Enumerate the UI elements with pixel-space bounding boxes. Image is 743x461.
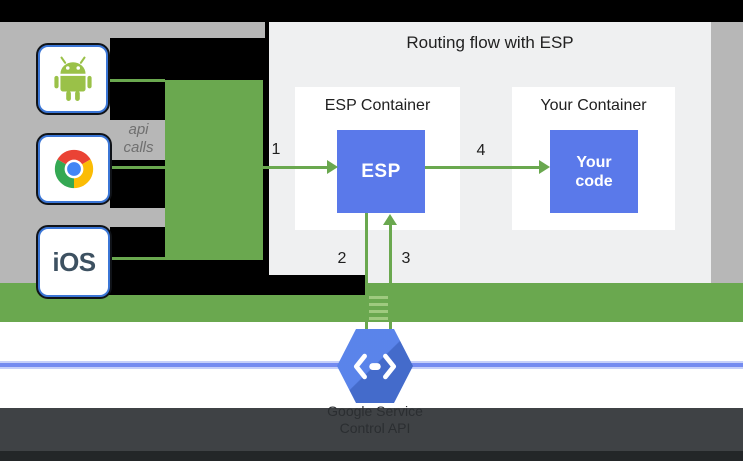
arrow-1-line [263, 165, 329, 169]
connector-ios [108, 257, 165, 260]
step-1-label: 1 [271, 141, 281, 158]
code-glyph-icon [353, 353, 397, 379]
ios-client-box: iOS [38, 227, 110, 297]
gateway-block [165, 80, 263, 260]
android-robot-icon [54, 56, 92, 101]
band-dash [369, 303, 388, 306]
api-calls-label: api calls [123, 121, 154, 156]
line-3-up [388, 224, 392, 330]
connector-android [108, 79, 165, 82]
dark-footer-band [0, 408, 743, 451]
right-gray-strip [711, 22, 743, 283]
arrow-4-line [425, 165, 540, 169]
line-2-down [364, 213, 368, 330]
band-dash [369, 296, 388, 299]
diagram-title: Routing flow with ESP [406, 33, 574, 52]
your-code-box: Your code [550, 130, 638, 213]
arrow-4-head [539, 160, 550, 174]
arrow-1-head [327, 160, 338, 174]
your-container-label: Your Container [540, 97, 647, 114]
band-dash [369, 317, 388, 320]
arrow-3-head [383, 214, 397, 225]
android-client-box [38, 45, 108, 113]
ios-label: iOS [52, 246, 96, 277]
bottom-strip [0, 451, 743, 461]
transparent-notch [105, 275, 365, 295]
step-2-label: 2 [337, 250, 347, 267]
gray-patch [110, 208, 165, 227]
service-control-label: Google Service Control API [327, 403, 423, 436]
esp-box: ESP [337, 130, 425, 213]
chrome-browser-icon [54, 149, 94, 189]
chrome-client-box [38, 135, 110, 203]
api-calls-backdrop [110, 120, 167, 160]
band-dash [369, 310, 388, 313]
esp-container-label: ESP Container [324, 97, 431, 114]
step-4-label: 4 [476, 142, 486, 159]
connector-chrome [108, 166, 165, 169]
step-3-label: 3 [401, 250, 411, 267]
